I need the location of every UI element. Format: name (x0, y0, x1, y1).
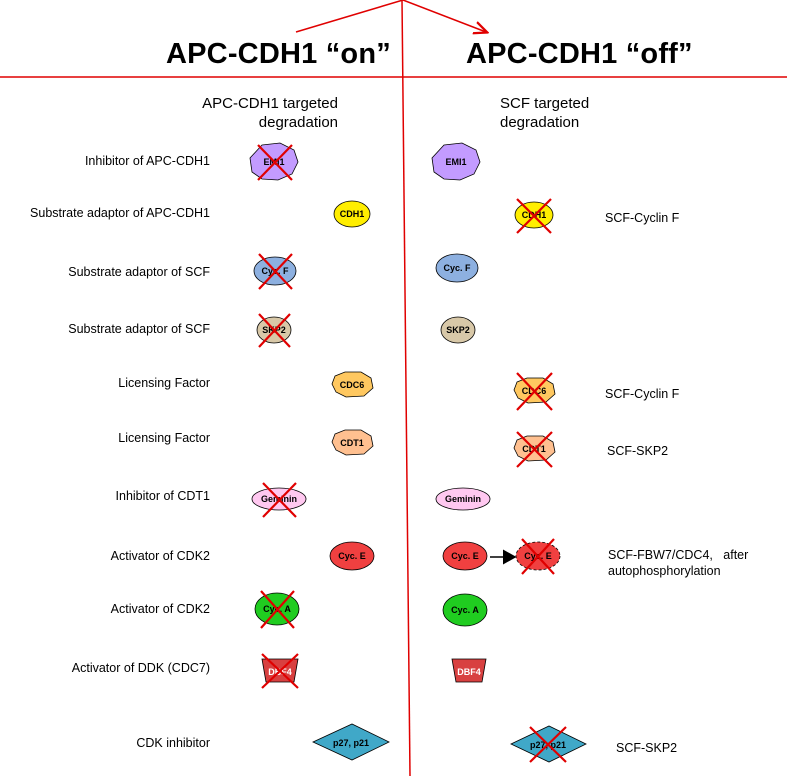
cycf-left-crossed: Cyc. F (253, 253, 297, 290)
cdh1-label: CDH1 (340, 209, 365, 219)
geminin-label: Geminin (445, 494, 481, 504)
left-subheader-line2: degradation (258, 114, 338, 131)
ligase-label-cyce-line2: autophosphorylation (608, 564, 721, 578)
transition-line-left (295, 0, 404, 33)
emi1-label: EMI1 (445, 157, 466, 167)
right-subheader-line2: degradation (500, 114, 580, 131)
right-subheader: SCF targeted degradation (500, 94, 620, 132)
emi1-left-crossed: EMI1 (249, 142, 299, 181)
cdt1-right-crossed: CDT1 (513, 431, 556, 468)
row-label: CDK inhibitor (136, 736, 210, 750)
cyca-shape (442, 593, 488, 627)
row-label: Licensing Factor (118, 431, 210, 445)
row-label: Substrate adaptor of APC-CDH1 (30, 206, 210, 220)
vertical-divider (401, 0, 411, 776)
ligase-label-cdc6: SCF-Cyclin F (605, 387, 680, 401)
cross-mark (516, 198, 552, 234)
cross-mark (529, 726, 567, 763)
cross-mark (260, 590, 295, 629)
cyce-label: Cyc. E (338, 551, 366, 561)
dbf4-left-crossed: DBF4 (261, 653, 299, 689)
cross-mark (262, 482, 297, 518)
left-subheader: APC-CDH1 targeted degradation (188, 94, 338, 132)
geminin-left-crossed: Geminin (251, 482, 307, 518)
transition-arrow-right (402, 0, 486, 32)
emi1-shape (431, 142, 481, 181)
cdt1-shape (331, 429, 374, 456)
cdh1-right-crossed: CDH1 (514, 198, 554, 234)
skp2-left-crossed: SKP2 (256, 313, 292, 348)
left-subheader-line1: APC-CDH1 targeted (202, 95, 338, 112)
row-label: Inhibitor of APC-CDH1 (84, 154, 210, 168)
cycf-right: Cyc. F (435, 253, 479, 283)
cross-mark (516, 372, 553, 411)
row-label: Substrate adaptor of SCF (68, 322, 210, 336)
right-subheader-line1: SCF targeted (500, 95, 590, 112)
cyce-right-crossed: Cyc. E (515, 538, 561, 575)
cyce-shape (442, 541, 488, 571)
right-title: APC-CDH1 “off” (466, 38, 693, 70)
cross-mark (516, 431, 553, 468)
cyca-right: Cyc. A (442, 593, 488, 627)
p27p21-label: p27, p21 (333, 738, 369, 748)
cyce-shape (329, 541, 375, 571)
cyca-label: Cyc. A (451, 605, 479, 615)
cdc6-shape (331, 371, 374, 398)
cross-mark (521, 538, 555, 575)
skp2-right: SKP2 (440, 316, 476, 344)
cycf-shape (435, 253, 479, 283)
ligase-label-cdt1: SCF-SKP2 (607, 444, 669, 458)
row-label: Substrate adaptor of SCF (68, 265, 210, 279)
cyca-left-crossed: Cyc. A (254, 590, 300, 629)
row-label: Activator of CDK2 (110, 602, 210, 616)
cross-mark (261, 653, 299, 689)
cdc6-left: CDC6 (331, 371, 374, 398)
p27p21-left: p27, p21 (312, 723, 390, 761)
skp2-label: SKP2 (446, 325, 470, 335)
cycf-label: Cyc. F (443, 263, 471, 273)
cross-mark (258, 313, 291, 348)
cdc6-right-crossed: CDC6 (513, 372, 556, 411)
cyce-left: Cyc. E (329, 541, 375, 571)
geminin-shape (435, 487, 491, 511)
cross-mark (257, 144, 293, 181)
transition-arrows (295, 0, 486, 33)
cdh1-shape (333, 200, 371, 228)
dbf4-right: DBF4 (451, 658, 487, 683)
cross-mark (258, 253, 293, 290)
row-label: Activator of CDK2 (110, 549, 210, 563)
skp2-shape (440, 316, 476, 344)
cdc6-label: CDC6 (340, 380, 365, 390)
geminin-right: Geminin (435, 487, 491, 511)
cdt1-left: CDT1 (331, 429, 374, 456)
left-title: APC-CDH1 “on” (166, 38, 391, 70)
dbf4-shape (451, 658, 487, 683)
dbf4-label: DBF4 (457, 667, 481, 677)
p27p21-right-crossed: p27, p21 (510, 725, 587, 763)
ligase-label-cyce-line1: SCF-FBW7/CDC4, after (608, 548, 749, 562)
row-label: Inhibitor of CDT1 (115, 489, 210, 503)
row-label: Activator of DDK (CDC7) (71, 661, 210, 675)
cyce-label: Cyc. E (451, 551, 479, 561)
cdt1-label: CDT1 (340, 438, 364, 448)
p27p21-shape (312, 723, 390, 761)
row-label: Licensing Factor (118, 376, 210, 390)
ligase-label-p27p21: SCF-SKP2 (616, 741, 678, 755)
cyce-right: Cyc. E (442, 541, 488, 571)
emi1-right: EMI1 (431, 142, 481, 181)
ligase-label-cdh1: SCF-Cyclin F (605, 211, 680, 225)
ligase-label-cyce: SCF-FBW7/CDC4, after autophosphorylation (608, 547, 748, 579)
cdh1-left: CDH1 (333, 200, 371, 228)
